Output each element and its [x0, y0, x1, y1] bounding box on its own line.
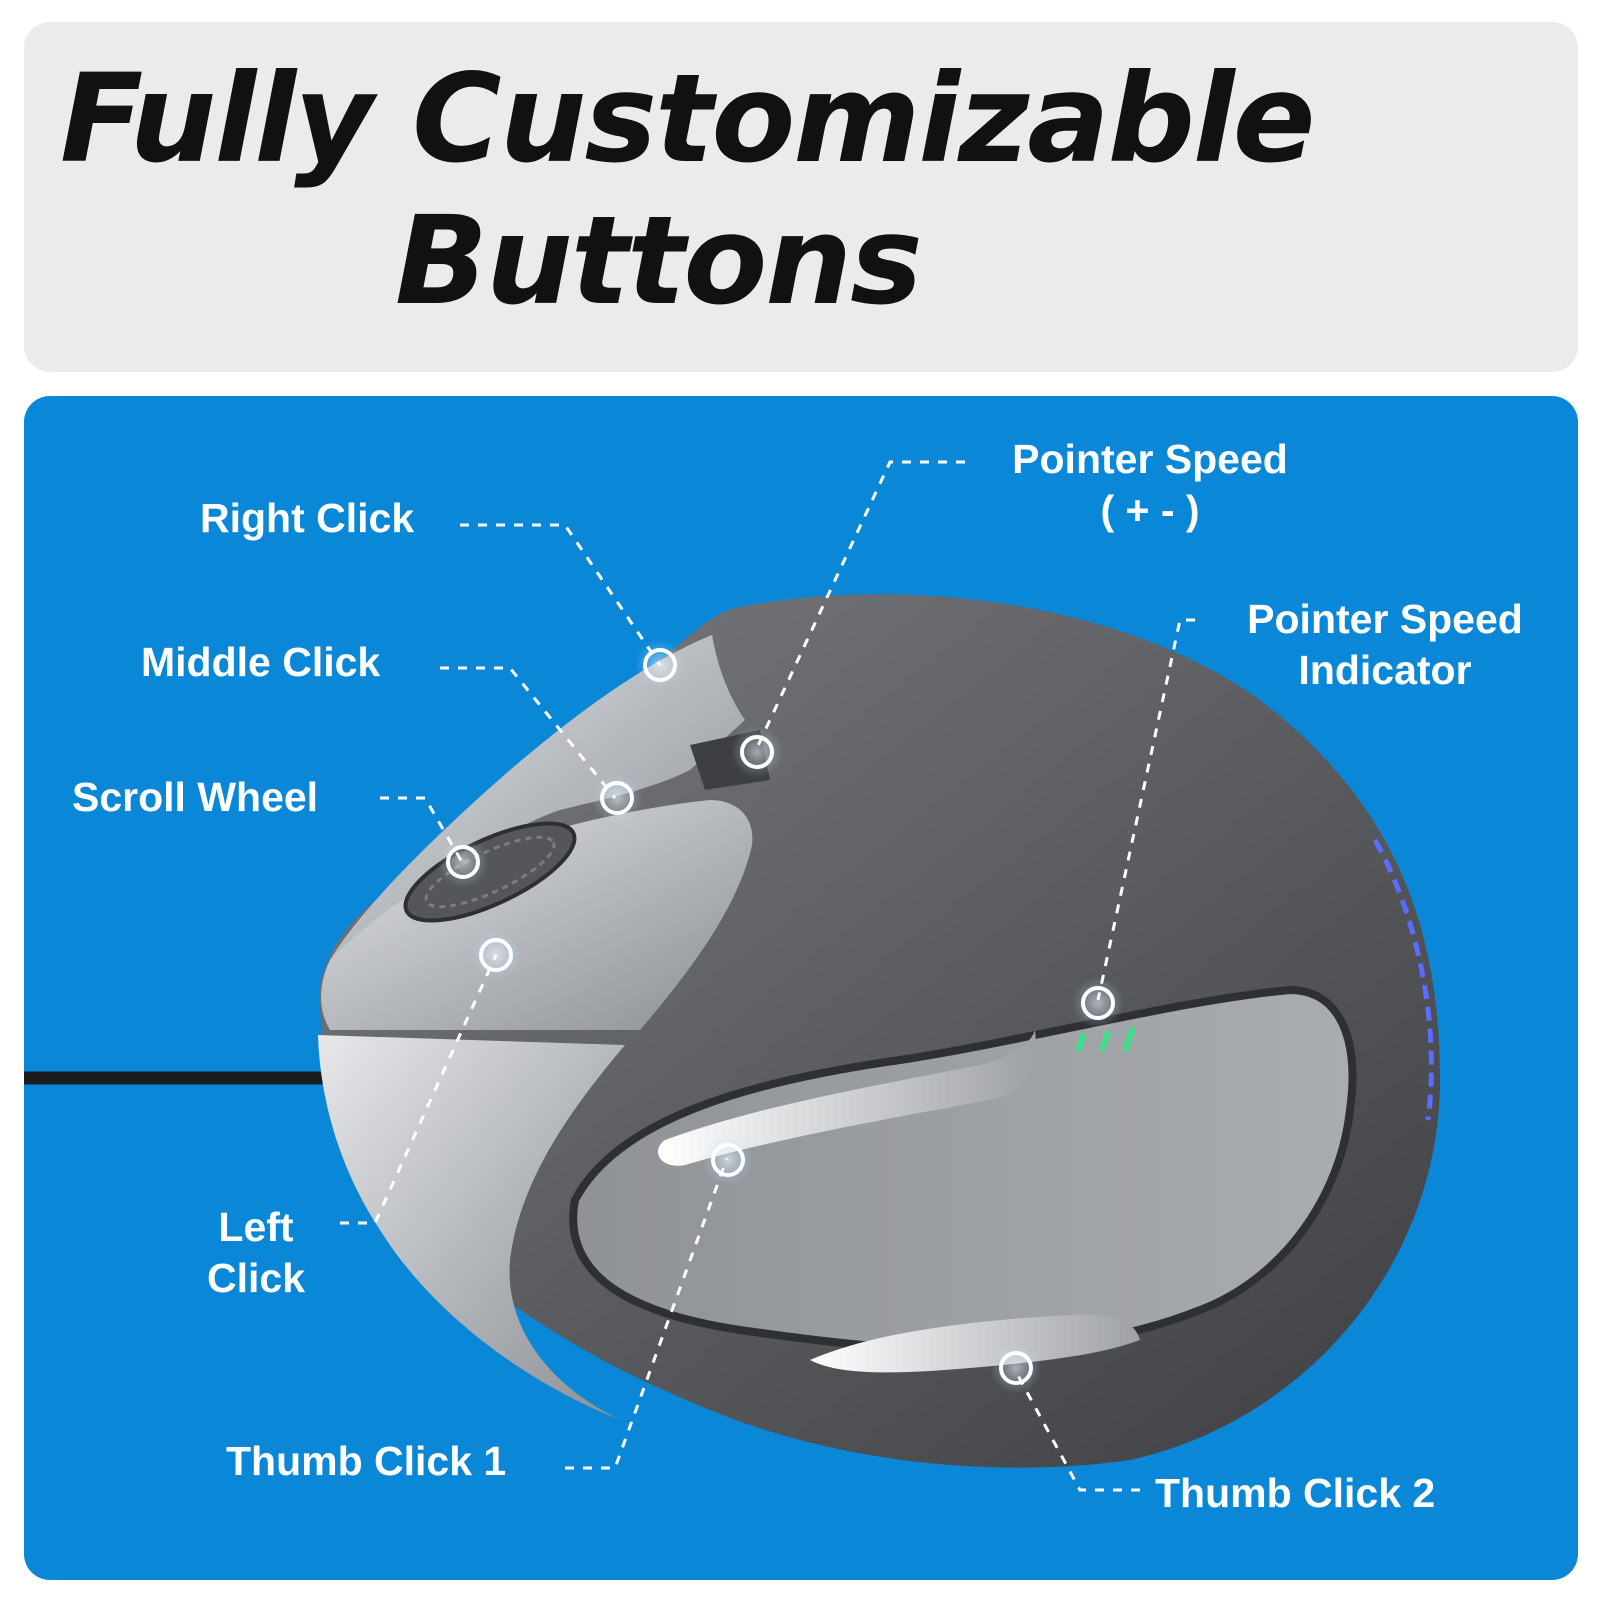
label-left-click-line-1: Left [218, 1204, 294, 1250]
leader-lines [340, 460, 1195, 1492]
label-pointer-speed-line-2: ( + - ) [1100, 487, 1200, 534]
marker-middle-click [591, 772, 643, 824]
headline-banner [24, 22, 1578, 372]
marker-scroll-wheel [437, 836, 489, 888]
label-middle-click: Middle Click [141, 639, 381, 685]
label-pointer-speed-indicator-line-2: Indicator [1298, 647, 1472, 694]
marker-pointer-speed-indicator [1072, 977, 1124, 1029]
marker-thumb-click-1 [702, 1134, 754, 1186]
label-left-click: Left Click [196, 1202, 316, 1305]
marker-pointer-speed [731, 726, 783, 778]
button-markers [437, 639, 1124, 1394]
label-pointer-speed-indicator-line-1: Pointer Speed [1247, 596, 1523, 642]
thumb-rest [569, 985, 1357, 1354]
label-thumb-click-1: Thumb Click 1 [226, 1438, 507, 1484]
mouse-front-shell [318, 1035, 625, 1420]
label-pointer-speed-line-1: Pointer Speed [1012, 436, 1288, 482]
label-left-click-line-2: Click [207, 1255, 305, 1302]
label-right-click: Right Click [200, 495, 415, 541]
mouse-left-button [321, 800, 753, 1030]
speed-indicator-leds [1075, 1026, 1136, 1052]
marker-left-click [470, 929, 522, 981]
marker-right-click [634, 639, 686, 691]
label-thumb-click-2: Thumb Click 2 [1155, 1470, 1436, 1516]
label-pointer-speed: Pointer Speed ( + - ) [980, 434, 1320, 537]
marker-thumb-click-2 [990, 1342, 1042, 1394]
headline-line-2: Buttons [395, 190, 923, 332]
label-pointer-speed-indicator: Pointer Speed Indicator [1210, 594, 1560, 697]
label-scroll-wheel: Scroll Wheel [72, 774, 319, 820]
accent-led-strip [1372, 838, 1434, 1121]
thumb-button-2 [810, 1314, 1140, 1373]
thumb-button-1 [657, 1030, 1036, 1166]
headline-line-1: Fully Customizable [60, 48, 1315, 190]
